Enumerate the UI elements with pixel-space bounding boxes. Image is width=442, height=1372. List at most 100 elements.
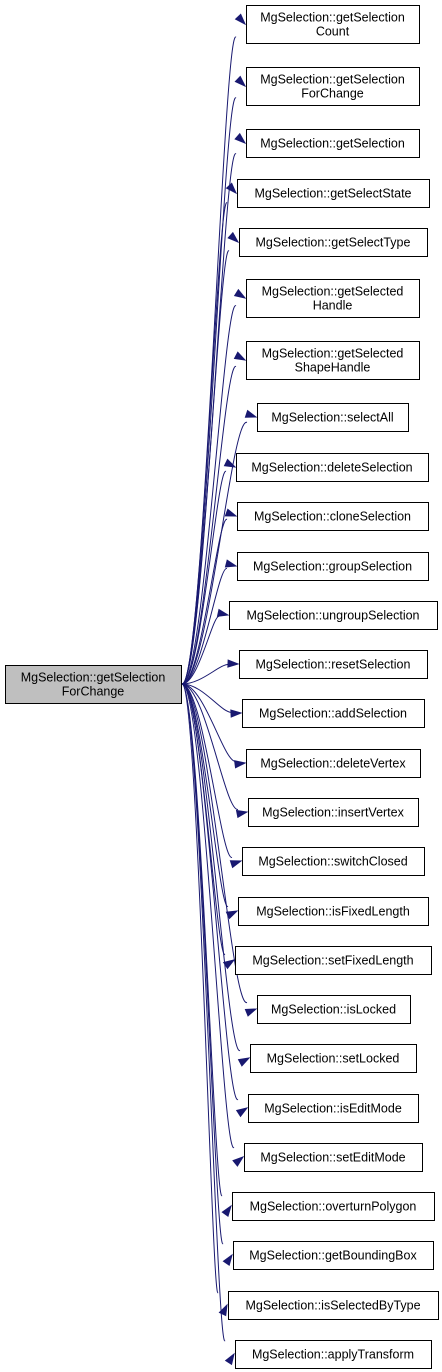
callee-node[interactable]: MgSelection::ungroupSelection [229, 601, 438, 630]
callee-node-label-line: MgSelection::resetSelection [256, 658, 411, 672]
callee-node-label-line: MgSelection::getSelection [260, 11, 405, 25]
arrowhead [237, 1057, 251, 1067]
call-edge [181, 683, 248, 1004]
arrowhead [223, 458, 237, 468]
callee-node[interactable]: MgSelection::setLocked [250, 1044, 417, 1073]
callee-node-label-line: MgSelection::applyTransform [252, 1348, 414, 1362]
call-graph-nodes: MgSelection::getSelectionForChangeMgSele… [5, 5, 439, 1369]
callee-node[interactable]: MgSelection::cloneSelection [237, 502, 429, 531]
callee-node-box [246, 67, 420, 106]
callee-node[interactable]: MgSelection::selectAll [257, 403, 409, 432]
callee-node-label-line: MgSelection::getBoundingBox [249, 1249, 417, 1263]
call-edge [181, 615, 220, 685]
callee-node[interactable]: MgSelection::groupSelection [237, 552, 429, 581]
callee-node-box [246, 279, 420, 318]
callee-node[interactable]: MgSelection::isFixedLength [238, 897, 429, 926]
call-edge [181, 518, 228, 685]
callee-node-box [237, 502, 429, 531]
call-edge [181, 683, 226, 1342]
root-node-label-line: MgSelection::getSelection [21, 671, 166, 685]
arrowhead [224, 1352, 235, 1366]
callee-node-label-line: MgSelection::setEditMode [260, 1151, 405, 1165]
callee-node-label-line: MgSelection::getSelection [260, 73, 405, 87]
callee-node-box [250, 1044, 417, 1073]
callee-node-box [237, 552, 429, 581]
callee-node-box [239, 228, 428, 257]
callee-node-box [233, 1241, 434, 1270]
callee-node-box [257, 403, 409, 432]
callee-node-label-line: MgSelection::setFixedLength [252, 954, 413, 968]
arrowhead [229, 860, 243, 869]
call-edge [181, 683, 241, 1052]
callee-node[interactable]: MgSelection::insertVertex [248, 798, 419, 827]
callee-node-label-line: ShapeHandle [295, 361, 371, 375]
arrowhead [222, 1253, 233, 1267]
arrowhead [225, 182, 238, 195]
callee-node[interactable]: MgSelection::setFixedLength [235, 946, 432, 975]
arrowhead [227, 659, 240, 668]
callee-node-label-line: MgSelection::selectAll [271, 411, 393, 425]
callee-node-box [237, 179, 430, 208]
callee-node[interactable]: MgSelection::deleteSelection [236, 453, 429, 482]
callee-node-label-line: MgSelection::isSelectedByType [245, 1299, 420, 1313]
callee-node-label-line: Count [316, 25, 350, 39]
call-edge [181, 36, 237, 685]
call-edge [181, 421, 248, 685]
call-edge [181, 683, 233, 713]
callee-node-box [236, 453, 429, 482]
callee-node[interactable]: MgSelection::isSelectedByType [228, 1291, 439, 1320]
callee-node-label-line: ForChange [301, 87, 364, 101]
callee-node-label-line: MgSelection::getSelectType [256, 236, 411, 250]
callee-node-box [238, 897, 429, 926]
call-edge [181, 567, 228, 685]
callee-node-box [246, 5, 420, 44]
callee-node-box [229, 601, 438, 630]
call-edge [181, 683, 233, 858]
callee-node[interactable]: MgSelection::overturnPolygon [232, 1192, 435, 1221]
callee-node-label-line: MgSelection::switchClosed [258, 855, 407, 869]
callee-node[interactable]: MgSelection::resetSelection [239, 650, 428, 679]
callee-node[interactable]: MgSelection::isEditMode [248, 1094, 419, 1123]
arrowhead [235, 1107, 249, 1118]
callee-node-label-line: MgSelection::getSelectState [254, 187, 411, 201]
call-edge [181, 250, 230, 685]
call-edge [181, 683, 239, 1101]
callee-node-label-line: MgSelection::deleteVertex [260, 757, 406, 771]
callee-node-box [242, 847, 425, 876]
callee-node[interactable]: MgSelection::switchClosed [242, 847, 425, 876]
call-edge [181, 683, 237, 762]
arrowhead [234, 760, 247, 769]
callee-node-label-line: MgSelection::groupSelection [253, 560, 412, 574]
arrowhead [244, 409, 258, 418]
callee-node-box [257, 995, 411, 1024]
callee-node[interactable]: MgSelection::applyTransform [235, 1340, 432, 1369]
callee-node[interactable]: MgSelection::getSelectState [237, 179, 430, 208]
callee-node[interactable]: MgSelection::isLocked [257, 995, 411, 1024]
callee-node-label-line: MgSelection::getSelected [262, 285, 404, 299]
callee-node[interactable]: MgSelection::getSelection [246, 129, 420, 158]
root-node-label-line: ForChange [62, 685, 125, 699]
callee-node-label-line: MgSelection::cloneSelection [254, 510, 411, 524]
callee-node-box [235, 1340, 432, 1369]
call-edge [181, 683, 219, 1294]
callee-node[interactable]: MgSelection::setEditMode [244, 1143, 423, 1172]
callee-node[interactable]: MgSelection::getSelectType [239, 228, 428, 257]
arrowhead [235, 809, 249, 819]
arrowhead [233, 288, 247, 299]
call-edge [181, 470, 227, 685]
callee-node[interactable]: MgSelection::deleteVertex [246, 749, 421, 778]
arrowhead [234, 75, 247, 88]
arrowhead [234, 132, 247, 144]
call-edge [181, 202, 228, 685]
arrowhead [216, 608, 230, 617]
call-edge [181, 305, 237, 685]
callee-node[interactable]: MgSelection::getBoundingBox [233, 1241, 434, 1270]
callee-node[interactable]: MgSelection::addSelection [242, 699, 425, 728]
callee-node-label-line: MgSelection::isEditMode [264, 1102, 402, 1116]
arrowhead [232, 1156, 245, 1167]
